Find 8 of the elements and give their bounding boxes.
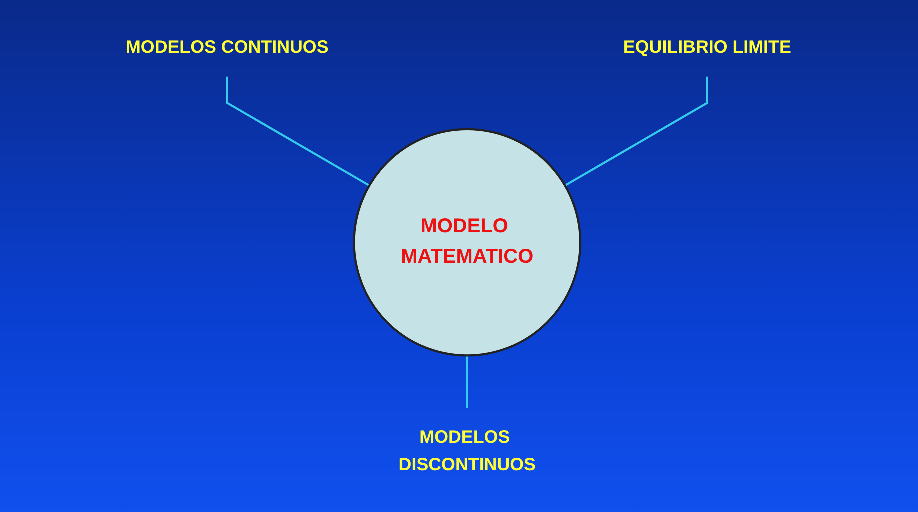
connector (564, 76, 709, 187)
node-circle (354, 128, 582, 357)
diagram: MODELOS CONTINUOS EQUILIBRIO LIMITE MODELO MATEMATICO MODELOS DISCONTINUOS (86, 10, 832, 502)
node-text: MODELOS CONTINUOS (126, 37, 330, 58)
node-text: EQUILIBRIO LIMITE (624, 37, 792, 58)
node-text: MODELOS DISCONTINUOS (399, 427, 536, 474)
connector (226, 76, 370, 187)
connector (466, 356, 469, 408)
